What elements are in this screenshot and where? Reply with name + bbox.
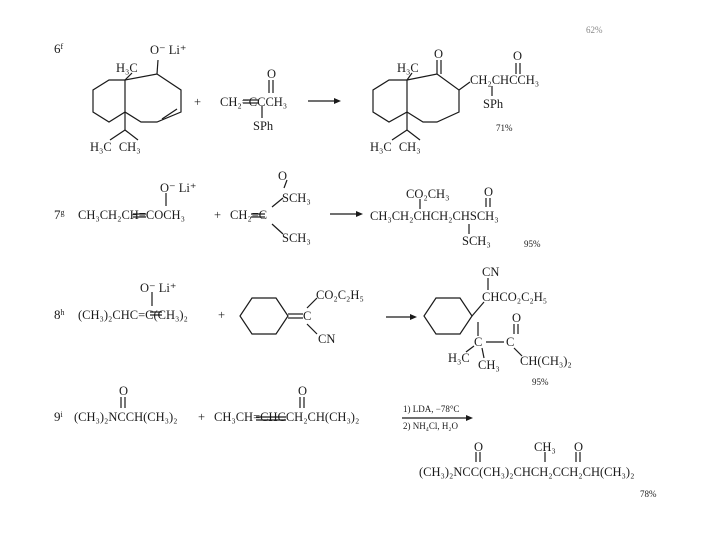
rxn9-amide-o: O [119, 384, 129, 398]
page-fragment: 62% [586, 25, 603, 35]
rxn7-plus: + [214, 208, 222, 222]
rxn9-enone-o: O [298, 384, 308, 398]
rxn6-product-chain-o: O [513, 49, 523, 63]
rxn7-acceptor-top: SCH₃ [282, 191, 311, 205]
rxn7-yield: 95% [524, 239, 541, 249]
rxn9-product-o2: O [574, 440, 584, 454]
rxn6-acceptor-bonds [243, 80, 274, 118]
rxn7-acceptor: CH₂=C [230, 208, 268, 222]
rxn6-acceptor-sub: SPh [253, 119, 274, 133]
rxn6-plus: + [194, 95, 202, 109]
rxn9-product-ch3: CH₃ [534, 440, 556, 454]
rxn6-yield: 71% [496, 123, 513, 133]
rxn8-number: 8h [54, 307, 65, 322]
rxn8-acceptor-cn: CN [318, 332, 336, 346]
rxn7-enolate-charge: O⁻ Li⁺ [160, 181, 197, 195]
rxn6-gem-dimethyl: H₃C CH₃ [90, 140, 141, 154]
rxn7-enolate: CH₃CH₂CH=COCH₃ [78, 208, 185, 222]
rxn6-enolate-charge: O⁻ Li⁺ [150, 43, 187, 57]
rxn7-sulfoxide-o: O [278, 169, 288, 183]
rxn9-plus: + [198, 410, 206, 424]
rxn9-amide: (CH₃)₂NCCH(CH₃)₂ [74, 410, 178, 424]
rxn6-product-methyl: H₃C [397, 61, 419, 75]
rxn9-bonds [120, 397, 581, 462]
rxn8-product-methyl: H₃C [448, 351, 470, 365]
rxn8-acceptor-c: C [303, 309, 312, 323]
rxn8-plus: + [218, 308, 226, 322]
rxn8-product-chain: CHCO₂C₂H₅ [482, 290, 548, 304]
rxn9-condition1: 1) LDA, −78°C [403, 404, 460, 414]
rxn6-number: 6f [54, 41, 64, 56]
rxn8-yield: 95% [532, 377, 549, 387]
rxn8-product-iso: CH(CH₃)₂ [520, 354, 572, 368]
rxn9-enone: CH₃CH=CHCCH₂CH(CH₃)₂ [214, 410, 360, 424]
rxn9-number: 9i [54, 409, 63, 424]
rxn8-product-cn: CN [482, 265, 500, 279]
rxn7-product-ester: CO₂CH₃ [406, 187, 450, 201]
rxn8-acceptor-ester: CO₂C₂H₅ [316, 288, 364, 302]
rxn8-product-ch3: CH₃ [478, 358, 500, 372]
rxn9-yield: 78% [640, 489, 657, 499]
rxn7-number: 7g [54, 207, 65, 222]
rxn8-product-c: C [474, 335, 483, 349]
rxn6-product-ketone: O [434, 47, 444, 61]
rxn6-product-rings [372, 60, 521, 141]
rxn6-enolate-methyl: H₃C [116, 61, 138, 75]
rxn6-product-gem: H₃C CH₃ [370, 140, 421, 154]
rxn6-enolate-rings [92, 59, 182, 141]
rxn7-product: CH₃CH₂CHCH₂CHSCH₃ [370, 209, 499, 223]
rxn8-bonds [150, 278, 523, 359]
rxn7-product-sub: SCH₃ [462, 234, 491, 248]
rxn8-enolate: (CH₃)₂CHC=C(CH₃)₂ [78, 308, 188, 322]
rxn7-bonds [133, 179, 491, 235]
rxn6-product-sub: SPh [483, 97, 504, 111]
rxn9-product-o1: O [474, 440, 484, 454]
rxn7-product-o: O [484, 185, 494, 199]
reaction-arrows [308, 100, 466, 419]
rxn6-product-chain: CH₂CHCCH₃ [470, 73, 540, 87]
rxn9-product: (CH₃)₂NCC(CH₃)₂CHCH₂CCH₂CH(CH₃)₂ [419, 465, 635, 479]
rxn8-enolate-charge: O⁻ Li⁺ [140, 281, 177, 295]
rxn9-condition2: 2) NH₄Cl, H₂O [403, 421, 459, 431]
rxn6-acceptor-carbonyl: O [267, 67, 277, 81]
rxn8-product-c2: C [506, 335, 515, 349]
rxn6-acceptor: CH₂=CCCH₃ [220, 95, 288, 109]
rxn8-product-o: O [512, 311, 522, 325]
rxn7-acceptor-bottom: SCH₃ [282, 231, 311, 245]
